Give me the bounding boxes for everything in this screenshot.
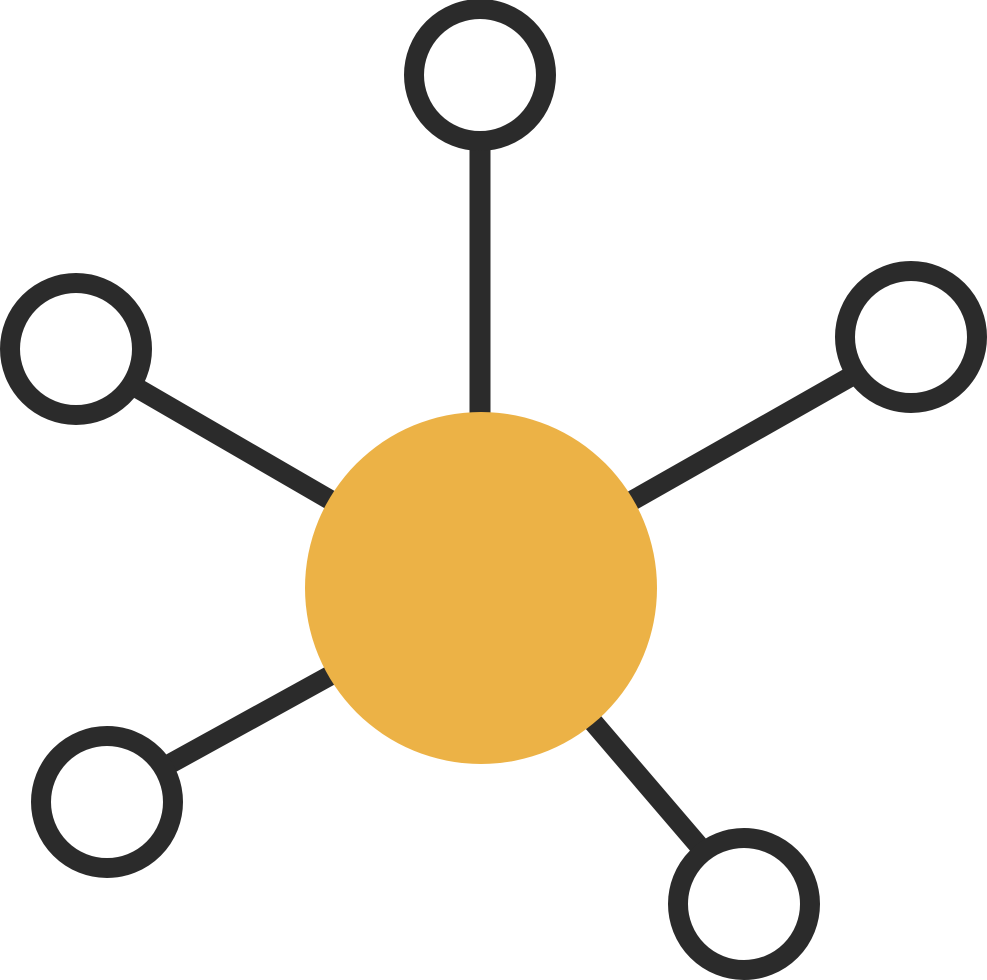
connector-lines [131,148,855,854]
node-top [404,0,556,151]
hub-circle [305,412,657,764]
connector-left [131,379,338,510]
node-bottom-right [668,828,820,980]
node-bottom-left [31,726,183,878]
node-left [0,273,152,425]
connector-bottom-right [585,715,708,854]
connector-bottom-left [161,665,338,775]
node-right [835,261,987,413]
connector-right [623,368,855,512]
